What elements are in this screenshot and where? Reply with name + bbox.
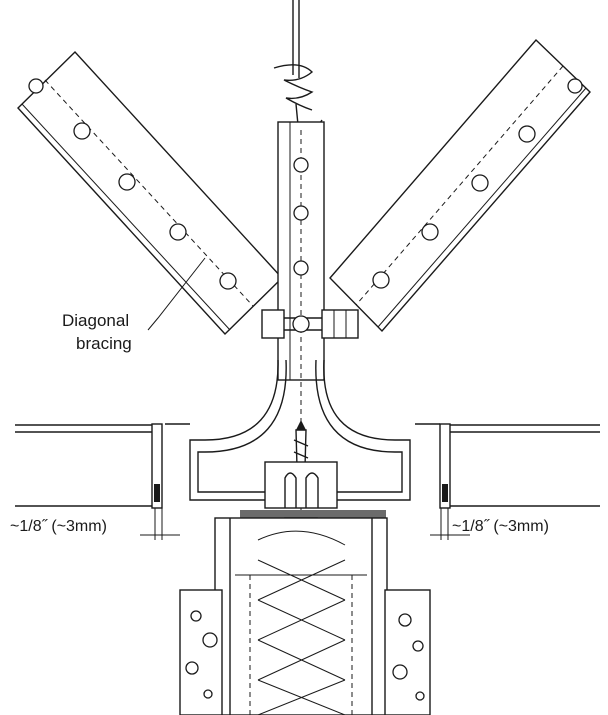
gasket-strip bbox=[240, 510, 386, 518]
gap-dimension-right-marker bbox=[430, 508, 470, 540]
wall-stud-section bbox=[214, 517, 388, 715]
insulation-pattern bbox=[257, 530, 346, 715]
bolt-assembly bbox=[261, 309, 359, 339]
diagonal-bracing-right bbox=[329, 38, 591, 333]
ceiling-panel-left bbox=[15, 423, 190, 509]
concrete-block-left bbox=[179, 589, 223, 715]
ceiling-panel-right bbox=[415, 423, 600, 509]
gap-label-right: ~1/8˝ (~3mm) bbox=[452, 518, 549, 535]
concrete-block-right bbox=[384, 589, 431, 715]
diagonal-bracing-left bbox=[17, 50, 283, 336]
diagonal-bracing-label-line1: Diagonal bbox=[62, 311, 129, 330]
diagonal-bracing-label-line2: bracing bbox=[76, 334, 132, 353]
hanger-wire bbox=[273, 0, 323, 139]
gap-dimension-left-marker bbox=[140, 508, 180, 540]
self-tapping-screw bbox=[264, 420, 338, 509]
gap-label-left: ~1/8˝ (~3mm) bbox=[10, 518, 107, 535]
diagonal-bracing-leader bbox=[147, 257, 206, 331]
